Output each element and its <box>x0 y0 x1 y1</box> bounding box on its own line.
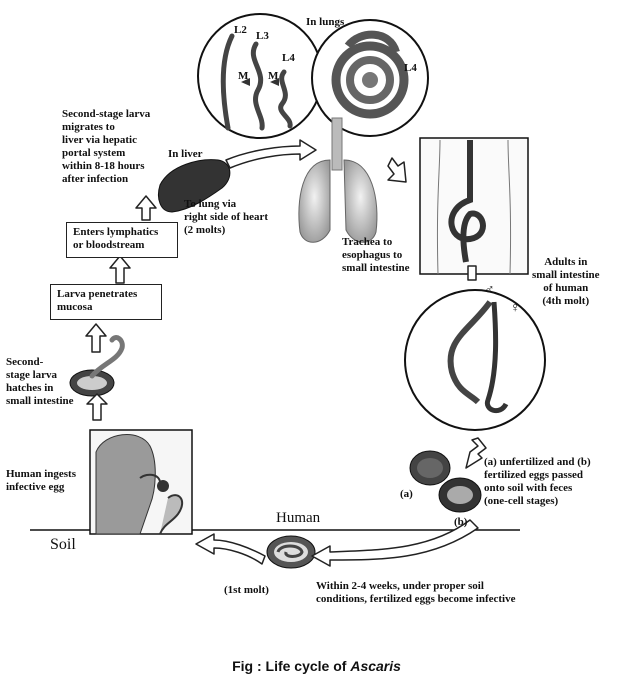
coiled-l4-circle <box>311 19 429 137</box>
label-in-lungs: In lungs <box>306 16 345 28</box>
male-symbol: ♂ <box>484 283 495 298</box>
fertilized-egg <box>438 477 482 513</box>
caption-italic: Ascaris <box>350 658 401 674</box>
label-human: Human <box>276 510 321 526</box>
lungs-shape <box>298 117 378 243</box>
label-soil: Soil <box>50 536 76 553</box>
arrow-torso-to-adults <box>467 265 477 281</box>
label-adults: Adults in small intestine of human (4th … <box>532 256 600 307</box>
arrow-lungs-to-torso <box>387 157 407 183</box>
human-ingesting-box <box>89 429 193 535</box>
infective-egg <box>266 535 316 569</box>
arrow-liver-to-lungs <box>225 139 317 169</box>
arrow-adults-to-eggs <box>465 437 487 469</box>
liver-shape <box>158 159 231 213</box>
arrow-to-liver <box>135 195 157 221</box>
label-ingests: Human ingests infective egg <box>6 468 76 493</box>
arrow-soil-to-human <box>195 533 266 565</box>
label-egg-b: (b) <box>454 516 468 528</box>
arrow-eggs-to-soil <box>311 519 479 567</box>
label-l4-small: L4 <box>282 52 295 64</box>
label-l4-big: L4 <box>404 62 417 74</box>
label-egg-a: (a) <box>400 488 413 500</box>
label-l3: L3 <box>256 30 269 42</box>
label-second-stage-migrates: Second-stage larva migrates to liver via… <box>62 108 151 185</box>
unfertilized-egg <box>409 450 451 486</box>
label-molt-2: M <box>268 70 279 82</box>
hatching-larva <box>69 335 125 397</box>
torso-box <box>419 137 529 275</box>
label-trachea: Trachea to esophagus to small intestine <box>342 236 410 274</box>
label-to-lung: To lung via right side of heart (2 molts… <box>184 198 269 236</box>
arrow-to-penetrates <box>85 323 107 353</box>
label-eggs-desc: (a) unfertilized and (b) fertilized eggs… <box>484 456 591 507</box>
cycle-arrows <box>85 139 487 567</box>
arrow-to-lymphatics <box>109 255 131 284</box>
female-symbol: ♀ <box>510 301 521 316</box>
box-enters-lymphatics: Enters lymphatics or bloodstream <box>66 222 178 258</box>
label-in-liver: In liver <box>168 148 203 160</box>
larvae-stages-circle <box>197 13 323 139</box>
label-molt-1: M <box>238 70 249 82</box>
box-larva-penetrates: Larva penetrates mucosa <box>50 284 162 320</box>
label-within-weeks: Within 2-4 weeks, under proper soil cond… <box>316 580 516 605</box>
label-l2: L2 <box>234 24 247 36</box>
figure-caption: Fig : Life cycle of Ascaris <box>0 658 633 674</box>
adults-circle <box>404 289 546 431</box>
caption-prefix: Fig : Life cycle of <box>232 658 351 674</box>
label-hatches: Second- stage larva hatches in small int… <box>6 356 74 407</box>
arrow-hatch-up <box>86 393 108 421</box>
label-first-molt: (1st molt) <box>224 584 269 596</box>
